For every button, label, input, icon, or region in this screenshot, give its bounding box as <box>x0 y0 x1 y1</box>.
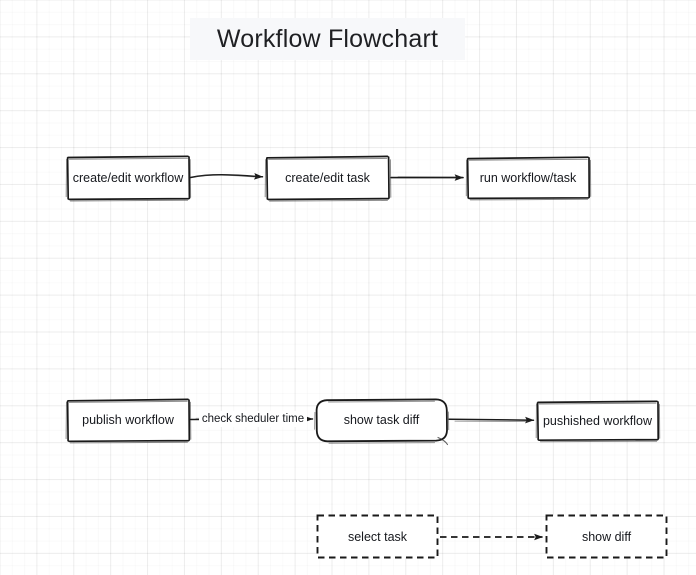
edge-task-to-run <box>390 174 464 181</box>
node-select-task[interactable] <box>316 514 439 559</box>
edge-diff-to-pushished <box>448 416 535 424</box>
node-pushished-workflow[interactable] <box>535 400 661 443</box>
node-run-workflow-task[interactable] <box>465 156 592 201</box>
node-show-diff[interactable] <box>545 514 668 559</box>
edge-label-check-sheduler-time: check sheduler time <box>199 411 307 427</box>
edge-workflow-to-task <box>189 173 264 180</box>
page-title: Workflow Flowchart <box>216 24 439 53</box>
node-create-edit-workflow[interactable] <box>65 155 192 202</box>
node-publish-workflow[interactable] <box>65 398 192 444</box>
title-panel <box>190 18 465 60</box>
node-create-edit-task[interactable] <box>264 155 392 202</box>
node-show-task-diff[interactable] <box>314 398 450 446</box>
